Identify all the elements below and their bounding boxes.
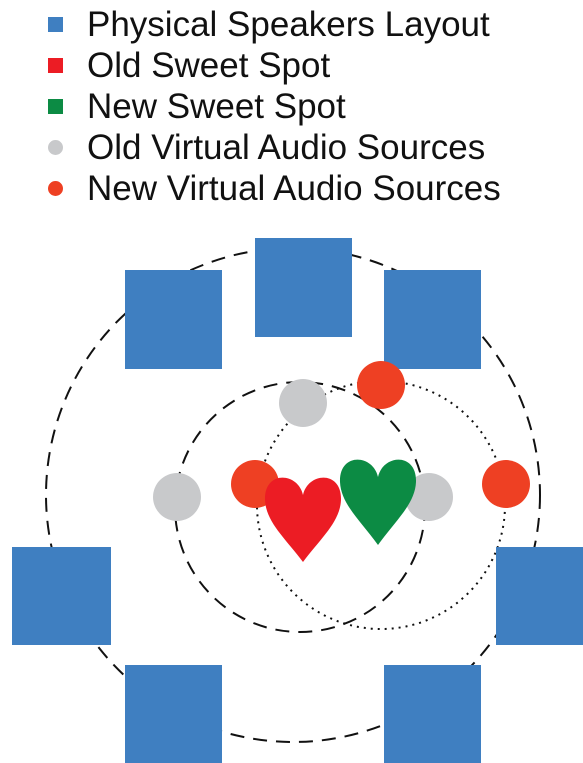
new-virtual-source-top — [357, 361, 405, 409]
speaker-side-left — [12, 547, 111, 645]
legend-label: New Sweet Spot — [87, 87, 346, 126]
old-virtual-source-left — [153, 473, 201, 521]
speaker-rear-left — [125, 665, 222, 763]
legend-label: New Virtual Audio Sources — [87, 169, 501, 208]
speaker-front-right — [384, 270, 481, 369]
old-virtual-source-top — [279, 379, 327, 427]
new-sweet-spot-heart-icon — [339, 459, 417, 545]
speaker-side-right — [496, 547, 583, 645]
square-marker-icon — [48, 17, 63, 32]
square-marker-icon — [48, 99, 63, 114]
legend-label: Old Sweet Spot — [87, 46, 331, 85]
legend-label: Physical Speakers Layout — [87, 5, 490, 44]
old-sweet-spot-heart-icon — [264, 477, 342, 562]
speaker-front-left — [125, 270, 222, 369]
new-virtual-source-right — [482, 460, 530, 508]
circle-marker-icon — [48, 181, 63, 196]
square-marker-icon — [48, 58, 63, 73]
old-virtual-source-right — [405, 473, 453, 521]
speaker-rear-right — [384, 665, 481, 763]
circle-marker-icon — [48, 140, 63, 155]
speaker-front-center — [255, 238, 352, 337]
legend-label: Old Virtual Audio Sources — [87, 128, 486, 167]
